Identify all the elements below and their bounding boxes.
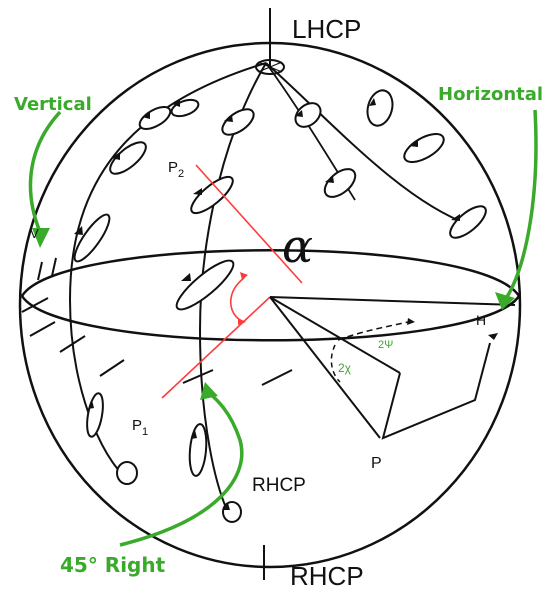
p1-label: P1 bbox=[132, 417, 148, 438]
pol-ellipse bbox=[175, 259, 235, 311]
red-angle-arc bbox=[229, 277, 245, 321]
two-psi-arc bbox=[337, 321, 409, 341]
red-arrow-head-top bbox=[240, 272, 248, 280]
pol-ellipse bbox=[188, 423, 208, 477]
p2-label: P2 bbox=[168, 159, 184, 180]
right45-arrow bbox=[119, 390, 244, 547]
p1-sub: 1 bbox=[142, 426, 148, 438]
pol-ellipse bbox=[222, 501, 242, 523]
pol-ellipse bbox=[323, 168, 357, 198]
two-psi-label: 2Ψ bbox=[378, 339, 393, 351]
polarization-ellipses bbox=[73, 89, 487, 523]
red-reference-line bbox=[195, 164, 303, 284]
red-reference-line-lower bbox=[161, 296, 271, 399]
vertical-label: Vertical bbox=[14, 94, 92, 115]
p-label: P bbox=[371, 455, 382, 472]
p2-sub: 2 bbox=[178, 168, 184, 180]
two-chi-arc bbox=[330, 344, 341, 383]
horizontal-arrowhead bbox=[495, 292, 515, 310]
right45-arrowhead bbox=[200, 382, 218, 400]
pol-ellipse bbox=[403, 133, 445, 163]
pole-hatch-2 bbox=[257, 61, 283, 73]
pol-ellipse bbox=[221, 108, 255, 136]
two-psi-arrow bbox=[407, 318, 415, 325]
h-label: H bbox=[476, 312, 486, 328]
meridian-right bbox=[265, 62, 471, 226]
p2-main: P bbox=[168, 159, 178, 176]
meridian-center bbox=[198, 62, 267, 521]
mid-pole-label: RHCP bbox=[252, 475, 306, 496]
pol-ellipse bbox=[138, 106, 172, 130]
tick-marks bbox=[21, 257, 293, 386]
pol-ellipse bbox=[170, 98, 200, 118]
north-pole-circle bbox=[255, 59, 285, 75]
horizontal-arrow bbox=[503, 109, 538, 301]
red-arrow-head-bottom bbox=[238, 318, 246, 325]
right45-label: 45° Right bbox=[60, 553, 166, 577]
h-arrow bbox=[488, 333, 498, 340]
top-pole-label: LHCP bbox=[292, 14, 361, 44]
pol-ellipse bbox=[116, 461, 138, 485]
pol-ellipse bbox=[366, 89, 394, 127]
vertical-arrow bbox=[28, 110, 62, 233]
pol-ellipse bbox=[449, 205, 487, 239]
two-chi-label: 2χ bbox=[338, 361, 352, 375]
pol-ellipse bbox=[86, 392, 104, 438]
v-label: V bbox=[30, 226, 39, 241]
equator-front bbox=[20, 295, 521, 342]
vertical-arrowhead bbox=[32, 228, 50, 248]
pol-ellipse bbox=[73, 213, 111, 263]
direction-arrows bbox=[74, 98, 460, 510]
bottom-pole-label: RHCP bbox=[290, 561, 364, 589]
equator-back bbox=[20, 249, 521, 297]
pol-ellipse bbox=[109, 141, 147, 175]
pol-ellipse bbox=[294, 102, 322, 128]
pol-ellipse bbox=[190, 175, 234, 215]
horizontal-label: Horizontal bbox=[438, 84, 543, 105]
sphere-outline bbox=[18, 41, 522, 569]
p1-main: P bbox=[132, 417, 142, 434]
alpha-label: α bbox=[282, 219, 313, 273]
vector-lines bbox=[269, 296, 516, 440]
